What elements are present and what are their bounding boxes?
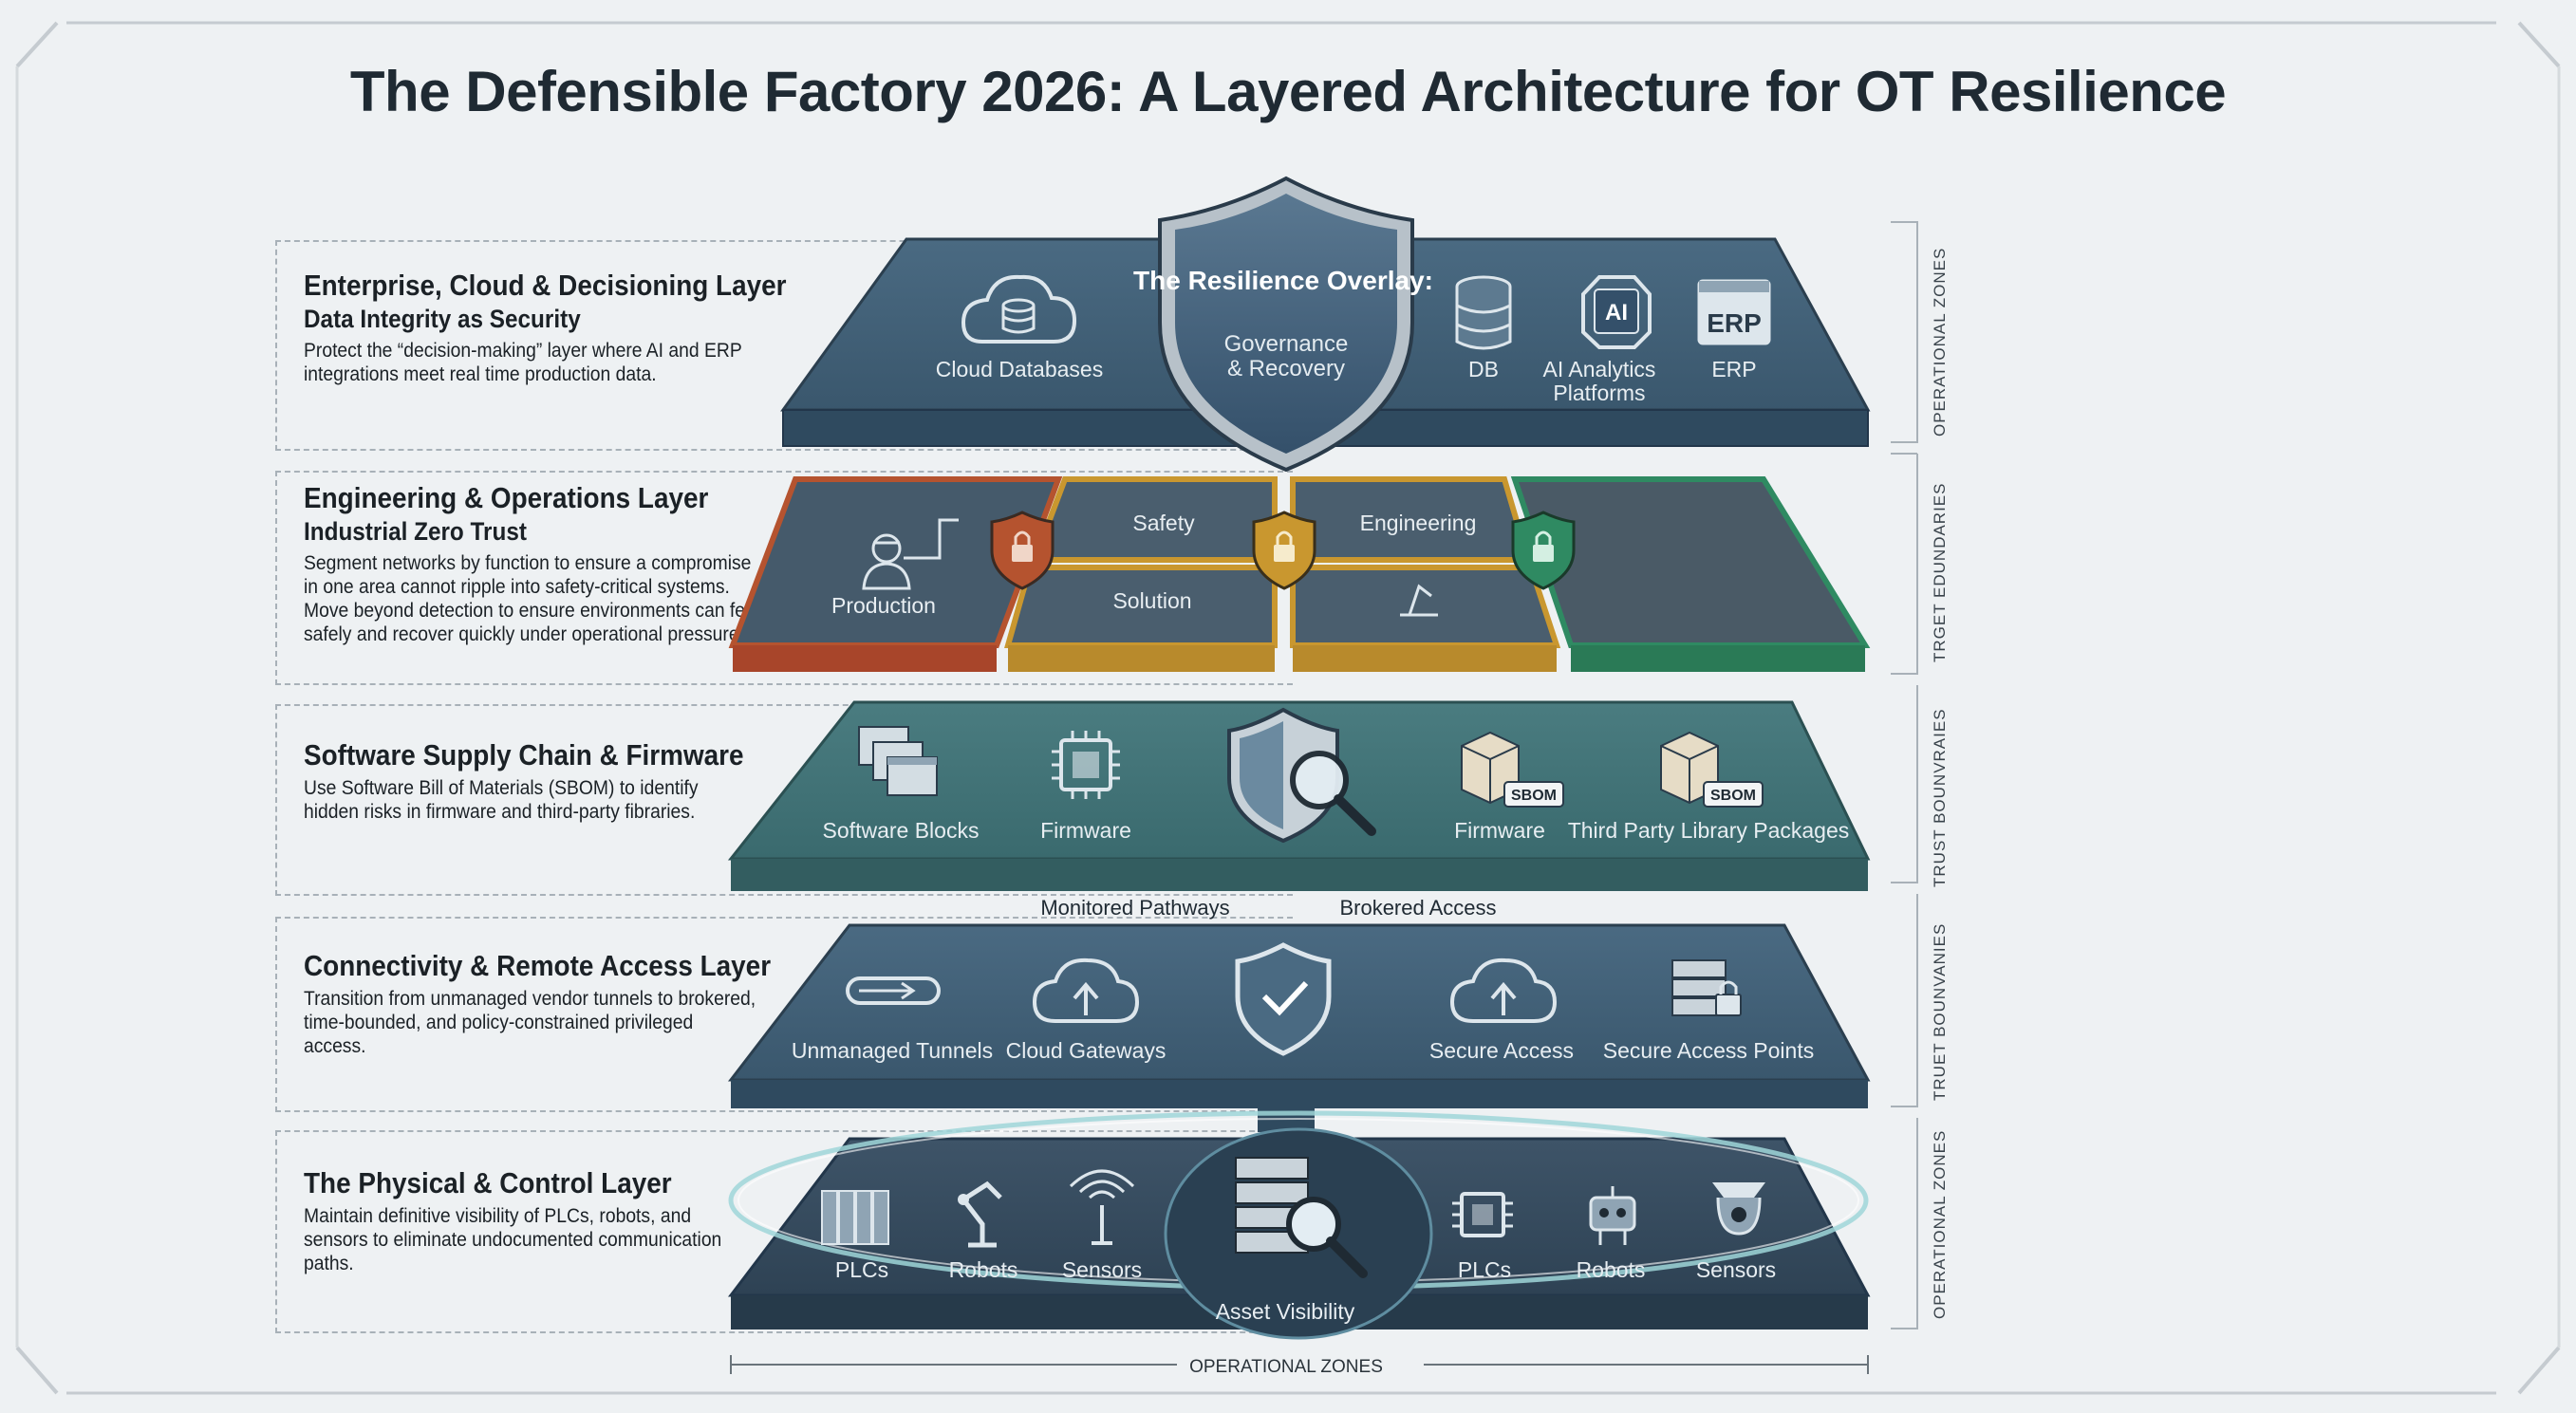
layer-1-box	[275, 240, 1293, 451]
label-third-party: Third Party Library Packages	[1568, 818, 1850, 843]
label-asset-visibility: Asset Visibility	[1216, 1299, 1355, 1324]
asset-server-icon	[1235, 1157, 1368, 1278]
label-secure-access-points: Secure Access Points	[1603, 1038, 1814, 1063]
bottom-zone-label: OPERATIONAL ZONES	[1189, 1357, 1383, 1377]
cloud-database-icon	[961, 274, 1077, 344]
robot-face-icon	[1589, 1186, 1636, 1245]
bottom-zone-axis	[730, 1355, 1869, 1374]
secure-access-cloud-icon	[1449, 957, 1558, 1023]
label-engineering: Engineering	[1360, 511, 1477, 535]
ai-icon-text: AI	[1605, 300, 1628, 325]
layer-4-heading: Connectivity & Remote Access Layer	[304, 949, 772, 982]
overlay-title: The Resilience Overlay:	[1133, 266, 1433, 295]
layer-3-body: Use Software Bill of Materials (SBOM) to…	[304, 777, 699, 823]
label-cloud-gateways: Cloud Gateways	[1006, 1038, 1167, 1063]
layer-2-box	[275, 471, 1293, 685]
overlay-subtitle-2: & Recovery	[1227, 356, 1345, 381]
plc-chip-icon	[1452, 1192, 1513, 1237]
server-lock-icon	[1671, 959, 1742, 1016]
label-solution: Solution	[1112, 588, 1191, 613]
label-firmware: Firmware	[1040, 818, 1131, 843]
lock-gold-icon	[1252, 511, 1316, 590]
layer-5-description: The Physical & Control Layer Maintain de…	[304, 1166, 759, 1275]
erp-icon-text: ERP	[1707, 308, 1762, 338]
sensor-antenna-icon	[1069, 1169, 1135, 1245]
label-ai-analytics: AI Analytics	[1543, 357, 1656, 381]
layer-1-body: Protect the “decision-making” layer wher…	[304, 340, 742, 385]
robot-icon	[958, 1181, 1002, 1248]
layer-3-box	[275, 704, 1293, 896]
layer-4-description: Connectivity & Remote Access Layer Trans…	[304, 949, 772, 1058]
sbom-tag-1: SBOM	[1511, 788, 1557, 804]
layer-2-body: Segment networks by function to ensure a…	[304, 552, 754, 645]
label-plcs-2: PLCs	[1458, 1257, 1511, 1282]
label-erp: ERP	[1711, 357, 1756, 381]
shield-check-icon	[1235, 942, 1332, 1056]
resilience-shield-icon	[1158, 176, 1414, 473]
layer-4-body: Transition from unmanaged vendor tunnels…	[304, 988, 756, 1057]
label-platforms: Platforms	[1553, 381, 1645, 405]
label-cloud-databases: Cloud Databases	[936, 357, 1103, 381]
page-title: The Defensible Factory 2026: A Layered A…	[349, 60, 2227, 123]
label-sensors-2: Sensors	[1696, 1257, 1776, 1282]
lock-green-icon	[1511, 511, 1576, 590]
zone-bracket	[1891, 221, 1918, 1329]
plc-icon	[821, 1190, 889, 1245]
lock-red-icon	[990, 511, 1055, 590]
overlay-subtitle-1: Governance	[1224, 331, 1349, 357]
ai-chip-icon: AI	[1581, 275, 1652, 349]
label-brokered-access: Brokered Access	[1339, 896, 1496, 920]
firmware-chip-icon	[1052, 731, 1120, 799]
layer-1-subheading: Data Integrity as Security	[304, 305, 581, 333]
label-robots-2: Robots	[1577, 1257, 1646, 1282]
sbom-tag-2: SBOM	[1710, 788, 1756, 804]
label-software-blocks: Software Blocks	[823, 818, 980, 843]
erp-window-icon: ERP	[1697, 279, 1771, 345]
camera-sensor-icon	[1712, 1182, 1765, 1236]
label-unmanaged-tunnels: Unmanaged Tunnels	[792, 1038, 993, 1063]
robot-arm-icon	[1400, 584, 1438, 617]
label-safety: Safety	[1132, 511, 1195, 535]
layer-5-box	[275, 1130, 1293, 1333]
layer-5-heading: The Physical & Control Layer	[304, 1166, 672, 1199]
operator-icon	[862, 518, 959, 590]
layer-4-box	[275, 917, 1293, 1112]
label-secure-access: Secure Access	[1429, 1038, 1574, 1063]
label-db: DB	[1468, 357, 1499, 381]
label-plcs: PLCs	[835, 1257, 888, 1282]
layer-3-heading: Software Supply Chain & Firmware	[304, 738, 744, 772]
software-blocks-icon	[858, 726, 938, 796]
label-sensors: Sensors	[1062, 1257, 1142, 1282]
label-firmware-2: Firmware	[1454, 818, 1545, 843]
firmware-package-icon: SBOM	[1461, 731, 1564, 808]
database-icon	[1455, 275, 1512, 350]
label-robots: Robots	[949, 1257, 1018, 1282]
third-party-package-icon: SBOM	[1660, 731, 1764, 808]
layer-1-heading: Enterprise, Cloud & Decisioning Layer	[304, 269, 787, 302]
cloud-upload-icon	[1032, 957, 1140, 1023]
layer-5-body: Maintain definitive visibility of PLCs, …	[304, 1205, 722, 1274]
label-production: Production	[831, 593, 936, 618]
layer-3-description: Software Supply Chain & Firmware Use Sof…	[304, 738, 759, 824]
layer-1-description: Enterprise, Cloud & Decisioning Layer Da…	[304, 269, 787, 386]
shield-magnifier-icon	[1227, 707, 1376, 844]
layer-2-description: Engineering & Operations Layer Industria…	[304, 481, 759, 646]
layer-2-heading: Engineering & Operations Layer	[304, 481, 709, 514]
label-monitored-pathways: Monitored Pathways	[1040, 896, 1229, 920]
layer-3-slab	[727, 700, 1871, 891]
tunnel-icon	[846, 976, 941, 1005]
layer-2-subheading: Industrial Zero Trust	[304, 517, 527, 546]
